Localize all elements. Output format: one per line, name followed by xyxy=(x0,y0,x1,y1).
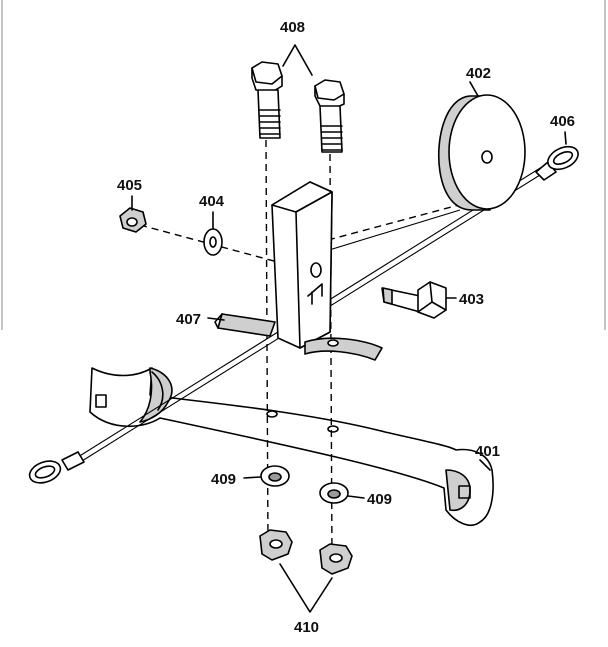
label-405: 405 xyxy=(117,177,142,194)
label-403: 403 xyxy=(459,291,484,308)
weight-disc-402 xyxy=(437,94,526,211)
cable-upper-run xyxy=(327,201,471,241)
pad-407 xyxy=(214,313,276,337)
label-402: 402 xyxy=(466,65,491,82)
nut-405 xyxy=(119,207,147,233)
washer-409-left xyxy=(260,465,290,487)
label-410: 410 xyxy=(294,619,319,636)
leader-409-left xyxy=(243,476,261,479)
upright-bracket xyxy=(271,181,383,361)
leader-406 xyxy=(564,131,567,145)
leader-410 xyxy=(279,563,333,613)
eyelet-406 xyxy=(535,145,579,181)
label-408: 408 xyxy=(280,19,305,36)
washer-409-right xyxy=(319,482,349,504)
label-406: 406 xyxy=(550,113,575,130)
label-401: 401 xyxy=(475,443,500,460)
leader-407 xyxy=(207,317,225,321)
label-409-right: 409 xyxy=(367,491,392,508)
nut-410-left xyxy=(259,529,293,561)
label-407: 407 xyxy=(176,311,201,328)
axis-left-vertical xyxy=(265,139,269,549)
leader-401 xyxy=(479,459,491,471)
leader-409-right xyxy=(347,495,365,499)
leader-402 xyxy=(469,81,479,97)
nut-410-right xyxy=(319,543,353,575)
label-409-left: 409 xyxy=(211,471,236,488)
bolt-408-right xyxy=(314,79,345,153)
bolt-403 xyxy=(381,281,447,319)
washer-404 xyxy=(203,228,223,256)
bolt-408-left xyxy=(251,61,283,139)
leader-408 xyxy=(282,44,313,76)
label-404: 404 xyxy=(199,193,225,210)
base-bracket-401 xyxy=(89,367,494,526)
